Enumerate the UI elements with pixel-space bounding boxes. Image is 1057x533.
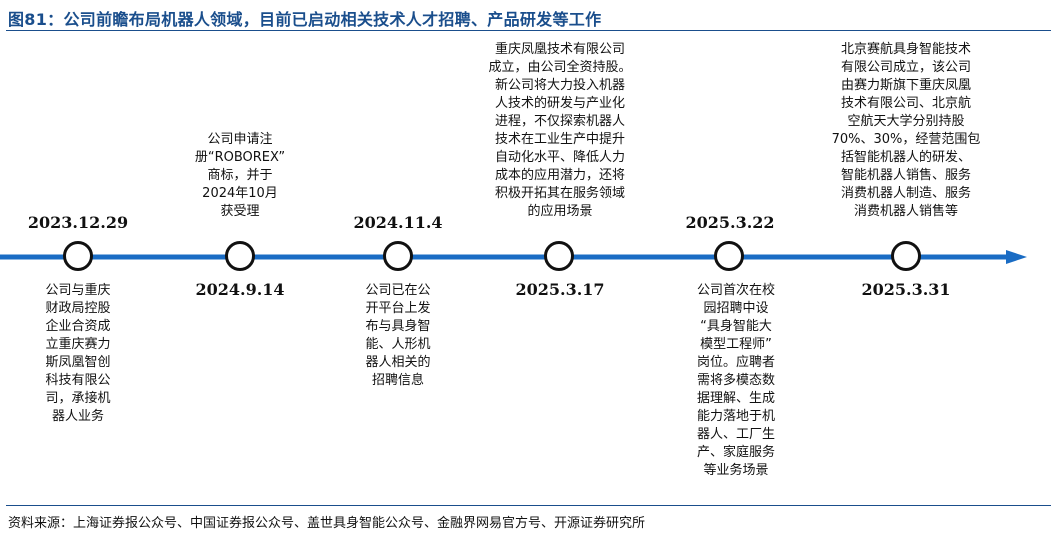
- source-note: 资料来源：上海证券报公众号、中国证券报公众号、盖世具身智能公众号、金融界网易官方…: [8, 516, 646, 531]
- timeline-axis: [0, 250, 1027, 264]
- timeline-node: [891, 241, 921, 271]
- event-date: 2025.3.31: [861, 280, 951, 299]
- event-description: 北京赛航具身智能技术 有限公司成立，该公司 由赛力斯旗下重庆凤凰 技术有限公司、…: [831, 42, 981, 219]
- event-description: 公司与重庆 财政局控股 企业合资成 立重庆赛力 斯凤凰智创 科技有限公 司，承接…: [45, 283, 111, 424]
- timeline-node: [383, 241, 413, 271]
- event-description: 公司首次在校 园招聘中设 “具身智能大 模型工程师” 岗位。应聘者 需将多模态数…: [696, 283, 776, 478]
- figure-title: 图81：公司前瞻布局机器人领域，目前已启动相关技术人才招聘、产品研发等工作: [8, 10, 602, 29]
- event-description: 重庆凤凰技术有限公司 成立，由公司全资持股。 新公司将大力投入机器 人技术的研发…: [488, 42, 632, 219]
- timeline-node: [544, 241, 574, 271]
- title-divider: [6, 30, 1051, 31]
- event-date: 2024.9.14: [195, 280, 285, 299]
- timeline-arrow-icon: [1006, 250, 1027, 264]
- event-description: 公司申请注 册“ROBOREX” 商标，并于 2024年10月 获受理: [194, 132, 286, 219]
- event-date: 2025.3.22: [685, 213, 775, 232]
- timeline-node: [714, 241, 744, 271]
- event-date: 2023.12.29: [27, 213, 129, 232]
- event-description: 公司已在公 开平台上发 布与具身智 能、人形机 器人相关的 招聘信息: [365, 283, 431, 388]
- timeline-node: [225, 241, 255, 271]
- event-date: 2025.3.17: [515, 280, 605, 299]
- event-date: 2024.11.4: [353, 213, 443, 232]
- timeline-node: [63, 241, 93, 271]
- source-divider: [6, 505, 1051, 506]
